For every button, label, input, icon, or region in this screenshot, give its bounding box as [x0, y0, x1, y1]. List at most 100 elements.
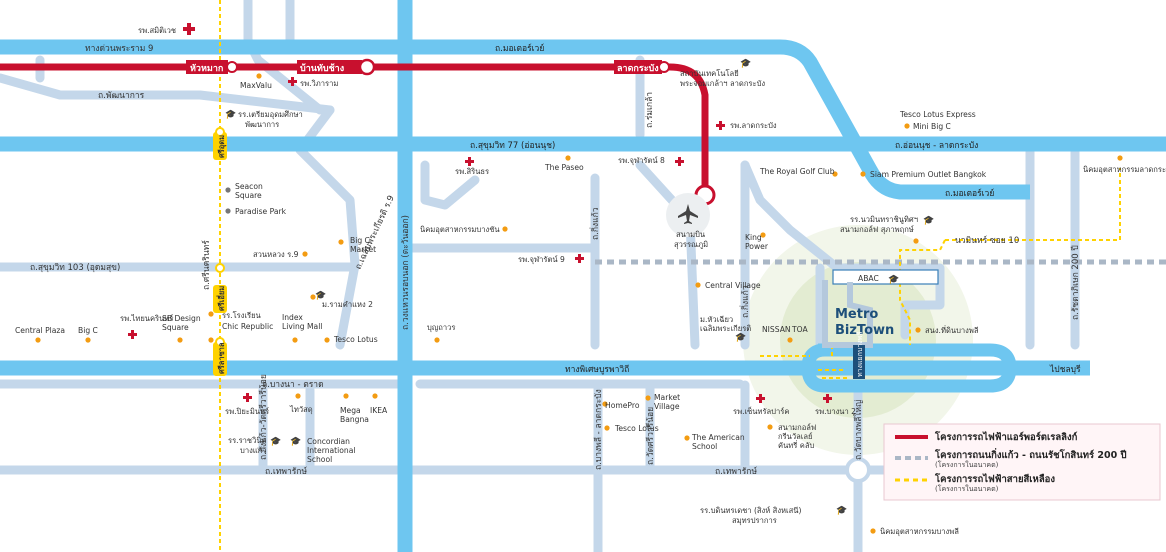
hospital-icon — [823, 394, 832, 403]
airport-label-line1: สนามบิน — [676, 230, 705, 239]
road-romklao: ถ.ร่มเกล้า — [644, 92, 655, 128]
poi-dot — [302, 251, 308, 257]
poi-market-village: Market — [654, 393, 680, 402]
poi-central-plaza: Central Plaza — [15, 326, 65, 335]
station-banthapchang-dot — [358, 58, 376, 76]
bangphli-sign-label: ทางแยกบางพลี — [856, 331, 864, 377]
road-thepharak: ถ.เทพารักษ์ — [265, 466, 307, 477]
poi-mega-bangna2: Bangna — [340, 415, 369, 424]
road-bangna-expressway: ทางพิเศษบูรพาวิถี — [565, 364, 629, 375]
poi-royal-golf: The Royal Golf Club — [759, 167, 835, 176]
poi-dot — [338, 239, 344, 245]
poi-nissan: NISSAN — [762, 325, 791, 334]
poi-dot — [295, 393, 301, 399]
poi-rs-ladkrabang: รพ.ลาดกระบัง — [730, 121, 777, 130]
poi-toa: TOA — [791, 325, 808, 334]
yellow-station-2-dot — [215, 263, 225, 273]
road-thepharak-2: ถ.เทพารักษ์ — [715, 466, 757, 477]
road-motorway-right: ถ.มอเตอร์เวย์ — [945, 188, 994, 199]
school-icon: 🎓 — [735, 332, 746, 343]
yellow-station-1-label: ศรีอุดม — [217, 135, 226, 158]
logo-biztown: BizTown — [835, 323, 894, 338]
school-icon: 🎓 — [836, 505, 847, 516]
yellow-station-3 — [213, 342, 227, 376]
legend-item1: โครงการรถไฟฟ้าแอร์พอร์ตเรลลิงก์ — [934, 431, 1078, 443]
secondary-roads — [0, 0, 1080, 552]
poi-dot — [860, 171, 866, 177]
hospital-icon — [675, 157, 684, 166]
poi-golf-green: สนามกอล์ฟ — [778, 423, 816, 432]
poi-dot — [760, 232, 766, 238]
poi-concordian: Concordian — [307, 437, 350, 446]
abac-label: ABAC — [858, 274, 879, 283]
poi-dot — [915, 327, 921, 333]
poi-chic-republic: Chic Republic — [222, 322, 273, 331]
station-ladkrabang-label: ลาดกระบัง — [617, 63, 659, 74]
abac-building — [832, 269, 939, 285]
poi-mini-bigc: Mini Big C — [913, 122, 951, 131]
poi-school-nawamin: รร.นวมินทราชินูทิศฯ — [850, 215, 918, 224]
poi-index-mall2: Living Mall — [282, 322, 322, 331]
hospital-icon — [128, 330, 137, 339]
poi-kmitl-2: พระจอมเกล้าฯ ลาดกระบัง — [680, 79, 765, 88]
poi-concordian2: International — [307, 446, 355, 455]
poi-land-office: สนง.ที่ดินบางพลี — [925, 325, 979, 335]
road-bangna-trad: ถ.บางนา - ตราด — [262, 380, 324, 390]
poi-homepro: HomePro — [605, 401, 640, 410]
airport-rail-link — [0, 63, 709, 195]
poi-dot — [787, 337, 793, 343]
yellow-line-stations — [213, 127, 227, 376]
legend: โครงการรถไฟฟ้าแอร์พอร์ตเรลลิงก์ โครงการถ… — [883, 423, 1161, 501]
poi-the-paseo: The Paseo — [544, 163, 584, 172]
poi-dot — [904, 123, 910, 129]
poi-rs-chularat8: รพ.จุฬารัตน์ 8 — [618, 156, 665, 165]
yellow-station-1-dot — [215, 127, 225, 137]
poi-kmitl-1: สถาบันเทคโนโลยี — [680, 69, 739, 78]
poi-golf-green2: กรีนวัลเลย์ — [778, 432, 812, 441]
road-expressway-9: ทางด่วนพระราม 9 — [85, 44, 153, 54]
poi-m-huachiew: ม.หัวเฉียว — [700, 315, 733, 324]
poi-rs-wiharam: รพ.วิภาราม — [300, 79, 338, 88]
poi-dot — [256, 73, 262, 79]
legend-item2-sub: (โครงการในอนาคต) — [935, 460, 999, 469]
poi-m-huachiew2: เฉลิมพระเกียรติ — [700, 324, 751, 333]
poi-dot — [1117, 155, 1123, 161]
roundabout-thepharak — [845, 457, 871, 483]
hospital-icon — [243, 393, 252, 402]
poi-dot — [913, 238, 919, 244]
poi-american-school: The American — [691, 433, 745, 442]
poi-rs-central-park: รพ.เซ็นทรัลปาร์ค — [733, 406, 789, 416]
poi-central-village: Central Village — [705, 281, 761, 290]
abac-school-icon: 🎓 — [888, 274, 899, 285]
yellow-station-2 — [213, 285, 227, 313]
airport-rail-stations — [186, 58, 716, 206]
poi-suan-luang: สวนหลวง ร.9 — [253, 250, 299, 259]
poi-paradise: Paradise Park — [235, 207, 287, 216]
station-banthapchang-box — [297, 60, 362, 74]
road-sukhumvit103: ถ.สุขุมวิท 103 (อุดมสุข) — [30, 263, 120, 273]
road-phatthanakan: ถ.พัฒนาการ — [98, 91, 145, 101]
road-kingkaew2: ถ.กิ่งแก้ว-วัดศรีวารีน้อย — [257, 374, 269, 460]
road-sukhumvit77: ถ.สุขุมวิท 77 (อ่อนนุช) — [470, 141, 555, 151]
poi-dot — [502, 226, 508, 232]
hospital-icon — [288, 77, 297, 86]
road-rachathewa200: ถ.รัชดาภิเษก 200 ปี — [1070, 245, 1081, 320]
poi-tesco-lotus-2: Tesco Lotus — [614, 424, 659, 433]
poi-dot — [870, 528, 876, 534]
school-icon: 🎓 — [270, 436, 281, 447]
poi-market-village2: Village — [654, 402, 680, 411]
poi-rs-bangna2: รพ.บางนา 2 — [815, 407, 856, 416]
poi-tesco-lotus-1: Tesco Lotus — [333, 335, 378, 344]
legend-item2: โครงการถนนกิ่งแก้ว - ถนนรัชโกสินทร์ 200 … — [934, 447, 1127, 461]
poi-king-power: King — [745, 233, 762, 242]
hospital-icon — [465, 157, 474, 166]
poi-school-bodindecha2: สมุทรปราการ — [732, 516, 777, 525]
poi-dot — [292, 337, 298, 343]
legend-item3: โครงการรถไฟฟ้าสายสีเหลือง — [934, 473, 1055, 485]
airport-label-line2: สุวรรณภูมิ — [674, 240, 708, 249]
yellow-station-3-dot — [215, 337, 225, 347]
poi-index-mall: Index — [282, 313, 303, 322]
poi-dot — [324, 337, 330, 343]
poi-ram2: ม.รามคำแหง 2 — [322, 300, 373, 309]
road-bangphli-ladkrabang: ถ.บางพลี - ลาดกระบัง — [593, 389, 604, 470]
